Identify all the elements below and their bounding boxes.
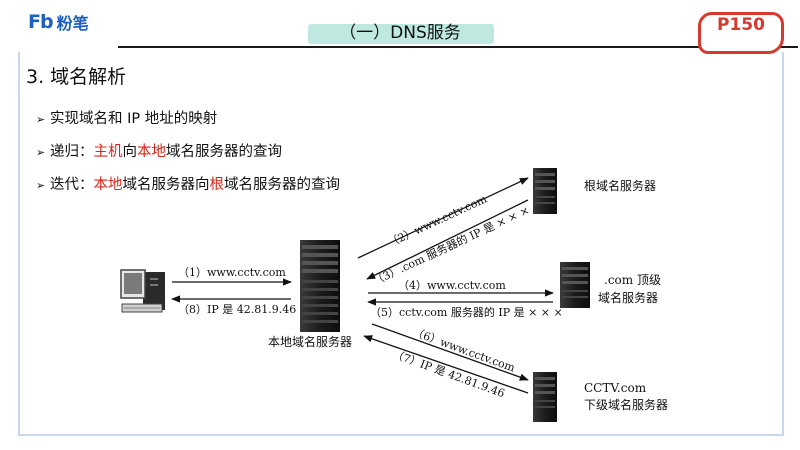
bullet-label: 迭代： [50,177,94,193]
tld-server-icon [560,262,590,308]
desktop-computer-icon [120,269,165,313]
bullet-mapping: ➢ 实现域名和 IP 地址的映射 [36,107,217,128]
message-5: （5）cctv.com 服务器的 IP 是 × × × [370,305,563,319]
top-bar: Fb 粉笔 （一）DNS服务 P150 [0,0,800,54]
bullet-recursive: ➢ 递归：主机向本地域名服务器的查询 [36,140,282,161]
section-title-text: （一）DNS服务 [339,23,461,43]
arrow-3 [366,199,529,280]
page-badge: P150 [698,12,784,54]
bullet-text: 域名服务器向 [122,177,210,193]
root-server-label: 根域名服务器 [584,178,656,193]
arrow-2 [357,177,529,259]
page-number: P150 [717,15,765,35]
highlight-local: 本地 [93,177,123,193]
bullet-text: 域名服务器的查询 [224,177,340,193]
cctv-server-label-line2: 下级域名服务器 [584,397,668,412]
local-server-label: 本地域名服务器 [268,334,352,349]
header-divider [118,46,798,48]
bullet-label: 递归： [50,144,94,160]
message-4: （4）www.cctv.com [398,279,506,292]
root-server-icon [533,168,557,214]
bullet-iterative: ➢ 迭代：本地域名服务器向根域名服务器的查询 [36,173,340,194]
arrow-6 [371,323,529,381]
tld-server-label-line2: 域名服务器 [598,290,658,305]
bullet-text: 域名服务器的查询 [166,144,282,160]
highlight-host: 主机 [93,144,123,160]
highlight-local: 本地 [137,144,166,160]
bullet-arrow-icon: ➢ [36,113,46,126]
cctv-server-icon [533,372,557,422]
bullet-text: 实现域名和 IP 地址的映射 [50,111,218,127]
message-1: （1）www.cctv.com [178,266,286,279]
fenbi-logo: Fb 粉笔 [28,10,89,34]
message-8: （8）IP 是 42.81.9.46 [178,303,296,316]
highlight-root: 根 [209,177,225,193]
title-highlight [308,24,494,44]
content-frame [18,52,784,436]
cctv-server-label-line1: CCTV.com [584,381,647,395]
page-heading: 3. 域名解析 [26,66,127,88]
section-title: （一）DNS服务 [300,20,500,46]
logo-mark: Fb [28,11,54,33]
tld-server-label-line1: .com 顶级 [604,273,661,287]
bullet-arrow-icon: ➢ [36,146,46,159]
bullet-arrow-icon: ➢ [36,179,46,192]
bullet-text: 向 [122,144,138,160]
logo-text: 粉笔 [56,14,89,33]
arrow-7 [363,335,529,394]
local-server-icon [300,240,340,332]
